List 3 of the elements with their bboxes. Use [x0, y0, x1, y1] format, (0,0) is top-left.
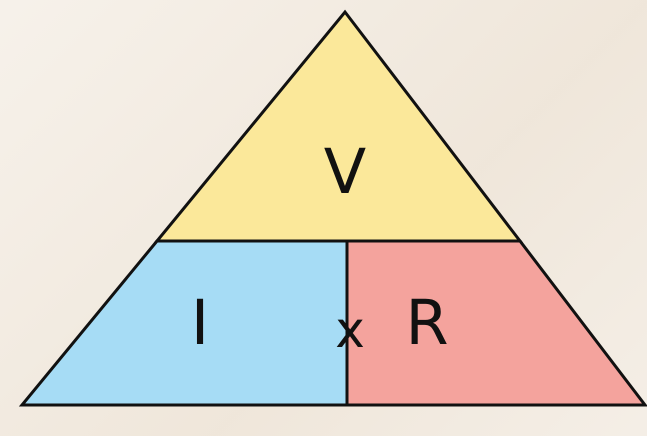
- formula-symbol: R: [405, 292, 449, 354]
- formula-symbol: I: [190, 292, 210, 354]
- formula-symbol: V: [324, 141, 366, 203]
